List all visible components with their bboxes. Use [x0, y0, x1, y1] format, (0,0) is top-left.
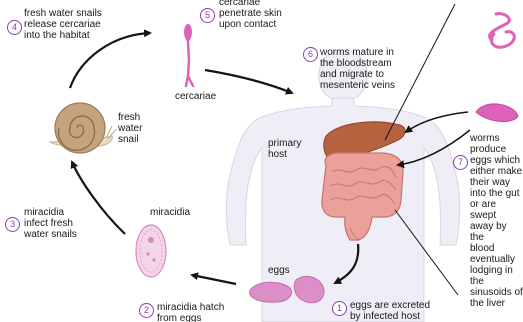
fresh-water-snail-label: fresh water snail	[118, 112, 142, 145]
step-6-text: worms mature in the bloodstream and migr…	[320, 47, 395, 91]
snail-icon	[50, 103, 116, 153]
step-6-number: 6	[303, 47, 318, 62]
step-4-text: fresh water snails release cercariae int…	[24, 8, 102, 41]
step-3-text: miracidia infect fresh water snails	[24, 207, 77, 240]
step-5-text: cercariae penetrate skin upon contact	[219, 0, 282, 30]
step-7-number: 7	[453, 155, 468, 170]
miracidia-label: miracidia	[150, 207, 190, 218]
step-4-number: 4	[7, 20, 22, 35]
primary-host-label: primary host	[268, 138, 301, 160]
eggs-label: eggs	[268, 265, 290, 276]
cercaria-icon	[184, 24, 193, 86]
worm-icon	[476, 14, 518, 122]
step-5-number: 5	[200, 8, 215, 23]
miracidium-icon	[136, 225, 166, 277]
cercariae-label: cercariae	[175, 91, 216, 102]
step-1-number: 1	[332, 301, 347, 316]
step-7-text: worms produce eggs which either make the…	[470, 133, 523, 309]
step-3-number: 3	[5, 217, 20, 232]
step-1-text: eggs are excreted by infected host	[350, 300, 430, 322]
step-2-text: miracidia hatch from eggs	[157, 302, 224, 322]
step-2-number: 2	[139, 303, 154, 318]
